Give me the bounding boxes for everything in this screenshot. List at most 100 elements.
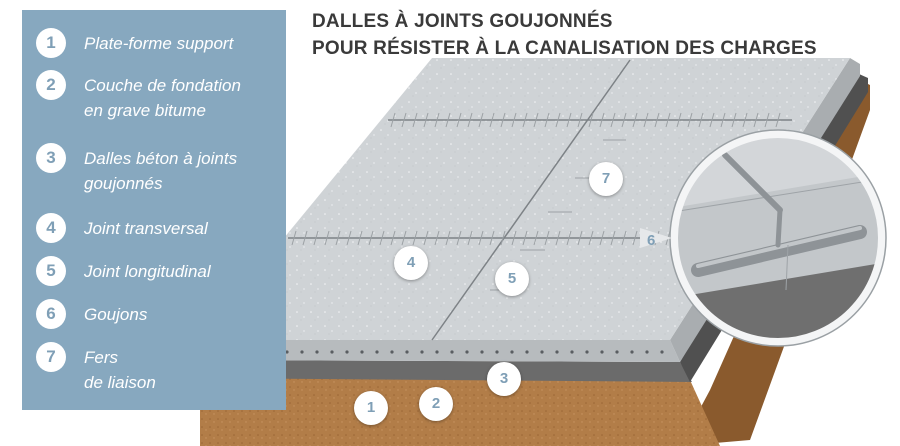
- dowel-tick: [676, 112, 682, 128]
- dowel-hole: [285, 350, 289, 354]
- dowel-tick: [379, 230, 385, 246]
- legend-label: Goujons: [84, 305, 148, 324]
- dowel-tick: [335, 230, 341, 246]
- dowel-tick: [291, 230, 297, 246]
- legend-number: 2: [36, 70, 66, 100]
- dowel-tick: [456, 112, 462, 128]
- dowel-tick: [632, 112, 638, 128]
- dowel-tick: [643, 112, 649, 128]
- dowel-tick: [445, 230, 451, 246]
- dowel-tick: [555, 112, 561, 128]
- dowel-tick: [401, 112, 407, 128]
- dowel-tick: [731, 112, 737, 128]
- dowel-hole: [390, 350, 394, 354]
- dowel-tick: [566, 230, 572, 246]
- dowel-tick: [621, 230, 627, 246]
- legend-label: Couche de fondation en grave bitume: [84, 76, 241, 120]
- dowel-tick: [434, 230, 440, 246]
- dowel-tick: [324, 230, 330, 246]
- dowel-hole: [630, 350, 634, 354]
- asphalt-front-face: [200, 360, 692, 382]
- dowel-tick: [368, 230, 374, 246]
- dowel-tick: [610, 112, 616, 128]
- title-line-1: DALLES À JOINTS GOUJONNÉS: [312, 11, 613, 32]
- dowel-tick: [302, 230, 308, 246]
- dowel-tick: [709, 112, 715, 128]
- dowel-tick: [434, 112, 440, 128]
- marker-5: 5: [495, 262, 529, 296]
- dowel-tick: [478, 230, 484, 246]
- dowel-tick: [467, 230, 473, 246]
- legend-label: Plate-forme support: [84, 34, 234, 53]
- dowel-tick: [390, 112, 396, 128]
- legend-label: Dalles béton à joints goujonnés: [84, 149, 238, 193]
- dowel-tick: [467, 112, 473, 128]
- dowel-tick: [599, 112, 605, 128]
- dowel-tick: [665, 112, 671, 128]
- dowel-hole: [480, 350, 484, 354]
- marker-2: 2: [419, 387, 453, 421]
- dowel-tick: [445, 112, 451, 128]
- dowel-hole: [660, 350, 664, 354]
- dowel-tick: [577, 230, 583, 246]
- dowel-tick: [775, 112, 781, 128]
- dowel-hole: [315, 350, 319, 354]
- dowel-tick: [621, 112, 627, 128]
- marker-7: 7: [589, 162, 623, 196]
- dowel-tick: [423, 112, 429, 128]
- dowel-tick: [500, 230, 506, 246]
- title-line-2: POUR RÉSISTER À LA CANALISATION DES CHAR…: [312, 38, 817, 59]
- legend-label: Fers de liaison: [84, 348, 156, 392]
- dowel-tick: [357, 230, 363, 246]
- legend-number: 3: [36, 143, 66, 173]
- legend-number: 1: [36, 28, 66, 58]
- legend-label: Joint longitudinal: [84, 262, 211, 281]
- dowel-tick: [522, 112, 528, 128]
- legend-number: 7: [36, 342, 66, 372]
- legend-number: 4: [36, 213, 66, 243]
- soil-front-face: [200, 375, 720, 446]
- legend-panel: 1 Plate-forme support 2 Couche de fondat…: [22, 10, 286, 410]
- dowel-hole: [405, 350, 409, 354]
- dowel-tick: [753, 112, 759, 128]
- dowel-hole: [360, 350, 364, 354]
- marker-1: 1: [354, 391, 388, 425]
- dowel-tick: [390, 230, 396, 246]
- dowel-tick: [489, 230, 495, 246]
- dowel-hole: [525, 350, 529, 354]
- dowel-tick: [489, 112, 495, 128]
- dowel-hole: [555, 350, 559, 354]
- dowel-tick: [698, 112, 704, 128]
- dowel-tick: [478, 112, 484, 128]
- dowel-hole: [435, 350, 439, 354]
- dowel-hole: [510, 350, 514, 354]
- dowel-hole: [375, 350, 379, 354]
- legend-number: 6: [36, 299, 66, 329]
- slab-front-face: [200, 340, 680, 362]
- diagram-title: DALLES À JOINTS GOUJONNÉS POUR RÉSISTER …: [312, 8, 892, 62]
- longitudinal-joint: [431, 59, 631, 341]
- dowel-hole: [600, 350, 604, 354]
- dowel-hole: [465, 350, 469, 354]
- dowel-hole: [450, 350, 454, 354]
- dowel-hole: [345, 350, 349, 354]
- dowel-hole: [615, 350, 619, 354]
- dowel-hole: [585, 350, 589, 354]
- dowel-tick: [544, 230, 550, 246]
- dowel-hole: [420, 350, 424, 354]
- dowel-tick: [313, 230, 319, 246]
- dowel-tick: [533, 112, 539, 128]
- dowel-tick: [577, 112, 583, 128]
- dowel-tick: [401, 230, 407, 246]
- marker-6: 6: [647, 232, 656, 249]
- dowel-tick: [544, 112, 550, 128]
- legend-number: 5: [36, 256, 66, 286]
- dowel-tick: [588, 112, 594, 128]
- dowel-tick: [346, 230, 352, 246]
- dowel-tick: [412, 112, 418, 128]
- dowel-hole: [540, 350, 544, 354]
- dowel-hole: [495, 350, 499, 354]
- dowel-tick: [423, 230, 429, 246]
